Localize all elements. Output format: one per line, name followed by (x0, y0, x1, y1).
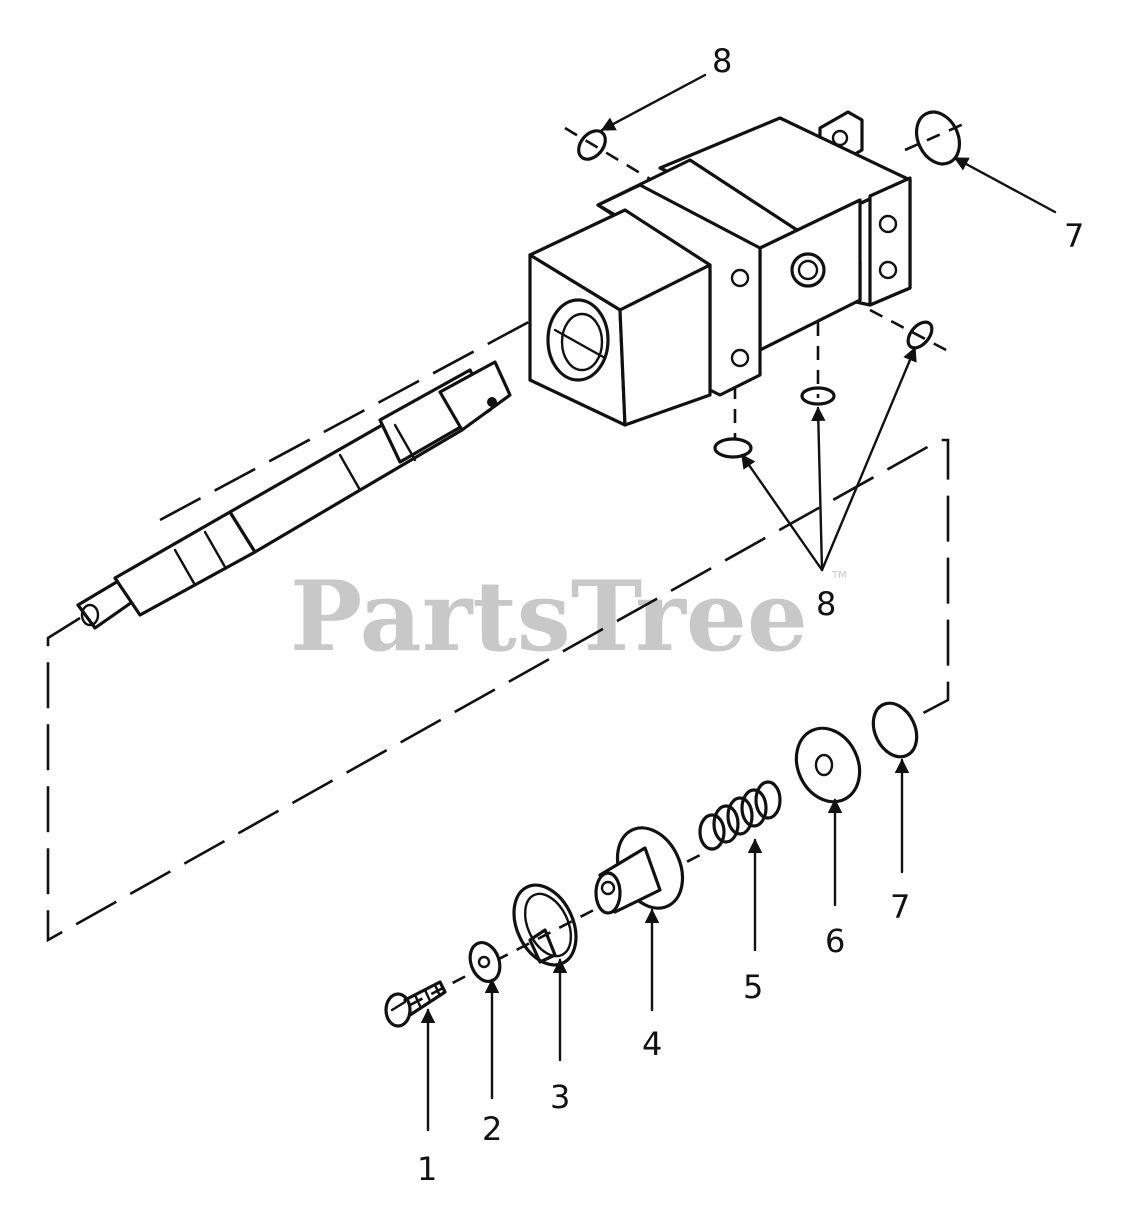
o-ring-left (713, 437, 753, 459)
o-ring-right (906, 320, 934, 350)
watermark: PartsTree TM (290, 560, 847, 673)
callout-7-lower: 7 (890, 888, 910, 926)
callout-2: 2 (482, 1110, 502, 1148)
washer-part (468, 941, 502, 983)
watermark-text: PartsTree (290, 560, 808, 673)
axis-port-right (869, 308, 951, 354)
callouts: 8 7 8 1 2 3 4 5 6 7 (417, 42, 1084, 1188)
callout-5: 5 (743, 968, 763, 1006)
callout-7-upper: 7 (1064, 217, 1084, 255)
callout-6: 6 (825, 922, 845, 960)
axis-ring-top (564, 126, 656, 184)
assembly-loop (46, 438, 950, 943)
o-ring-mid (800, 386, 836, 406)
spring-clip-part (512, 883, 578, 967)
o-rings-small (577, 129, 934, 459)
cap-part (594, 826, 685, 915)
screw-part (384, 980, 447, 1028)
o-ring-large-upper (914, 110, 962, 166)
small-parts (384, 726, 862, 1028)
callout-8-group: 8 (816, 585, 836, 623)
o-ring-top (577, 129, 607, 161)
callout-8-top: 8 (712, 42, 732, 80)
valve-spool (76, 360, 512, 630)
o-ring-large-lower (871, 701, 919, 759)
seat-hole (814, 753, 834, 777)
callout-4: 4 (642, 1025, 662, 1063)
axis-ring-right (904, 120, 969, 152)
leader-lines (420, 73, 1057, 1132)
watermark-trademark: TM (831, 570, 847, 581)
callout-3: 3 (550, 1078, 570, 1116)
spring-part (698, 780, 782, 851)
seat-part (794, 726, 862, 804)
callout-1: 1 (417, 1150, 437, 1188)
valve-body (528, 110, 912, 427)
